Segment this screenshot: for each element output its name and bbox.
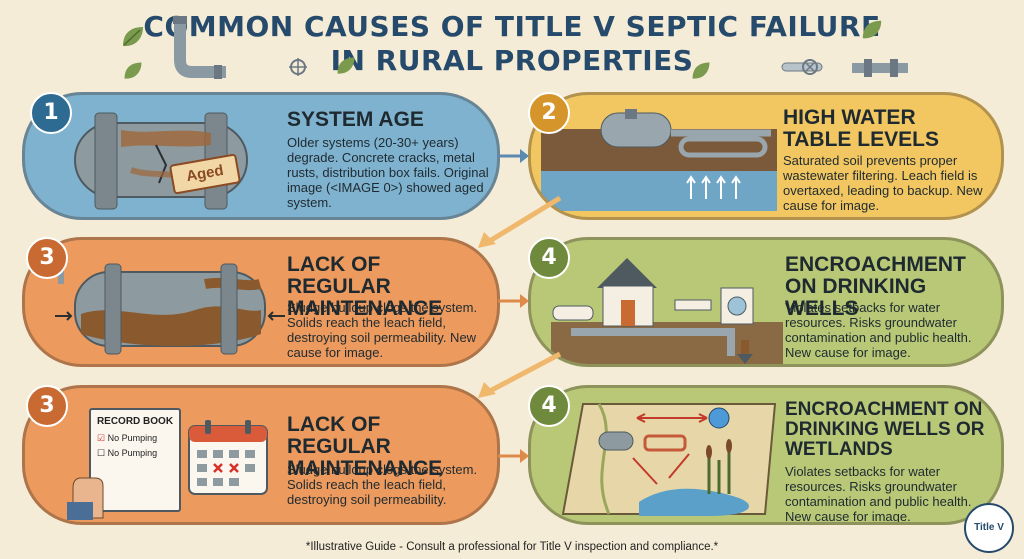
hand-icon	[67, 477, 104, 520]
water-table-illustration	[541, 109, 777, 211]
flow-arrow	[478, 195, 562, 248]
valve-icon	[781, 59, 823, 75]
panel-heading: LACK OF REGULAR MAINTENANCE	[287, 413, 443, 480]
step-number-badge: 1	[30, 92, 72, 134]
leaf-icon	[862, 20, 882, 39]
panel-heading: ENCROACHMENT ON DRINKING WELLS OR WETLAN…	[785, 399, 985, 460]
panel-heading: ENCROACHMENT ON DRINKING WELLS	[785, 253, 966, 320]
calendar-icon	[188, 420, 268, 495]
title-line-2: IN RURAL PROPERTIES	[330, 44, 694, 77]
house-well-illustration	[551, 258, 783, 364]
step-number-badge: 2	[528, 92, 570, 134]
record-item: ☑ No Pumping	[97, 433, 158, 443]
wetland-map-illustration	[561, 403, 777, 516]
panel-body: Older systems (20-30+ years) degrade. Co…	[287, 135, 489, 210]
step-number-badge: 4	[528, 237, 570, 279]
record-book-title: RECORD BOOK	[96, 416, 174, 427]
leaf-icon	[123, 27, 143, 47]
step-number-badge: 3	[26, 385, 68, 427]
checkbox-icon: ☐	[97, 448, 106, 458]
step-number-badge: 3	[26, 237, 68, 279]
panel-heading: SYSTEM AGE	[287, 108, 424, 131]
panel-encroachment-wells: ENCROACHMENT ON DRINKING WELLS Violates …	[528, 237, 1004, 367]
flow-arrow	[498, 449, 529, 463]
flow-arrow	[498, 149, 529, 163]
panel-body: Violates setbacks for water resources. R…	[785, 464, 972, 524]
footer-disclaimer: *Illustrative Guide - Consult a professi…	[305, 541, 719, 553]
record-book: RECORD BOOK ☑ No Pumping ☐ No Pumping	[89, 408, 181, 512]
flow-arrow	[478, 351, 562, 398]
panel-heading: HIGH WATER TABLE LEVELS	[783, 106, 939, 151]
panel-encroachment-wetlands: ENCROACHMENT ON DRINKING WELLS OR WETLAN…	[528, 385, 1004, 525]
infographic-title: COMMON CAUSES OF TITLE V SEPTIC FAILURE …	[0, 10, 1024, 78]
sludge-tank-illustration	[55, 263, 285, 355]
leaf-icon	[337, 57, 355, 74]
target-icon	[289, 58, 307, 76]
panel-body: Saturated soil prevents proper wastewate…	[783, 153, 983, 213]
leaf-icon	[124, 62, 142, 79]
panel-system-age: Aged SYSTEM AGE Older systems (20-30+ ye…	[22, 92, 500, 220]
leaf-icon	[692, 62, 710, 79]
panel-body: Sludge buildup clogs the system. Solids …	[287, 300, 478, 360]
panel-body: Sludge buildup clogs the system. Solids …	[287, 462, 478, 507]
record-item: ☐ No Pumping	[97, 448, 158, 458]
panel-body: Violates setbacks for water resources. R…	[785, 300, 972, 360]
panel-lack-maintenance-records: RECORD BOOK ☑ No Pumping ☐ No Pumping LA…	[22, 385, 500, 525]
step-number-badge: 4	[528, 385, 570, 427]
panel-high-water-table: HIGH WATER TABLE LEVELS Saturated soil p…	[528, 92, 1004, 220]
title-v-badge: Title V	[964, 503, 1014, 553]
title-line-1: COMMON CAUSES OF TITLE V SEPTIC FAILURE	[143, 10, 881, 43]
checkbox-icon: ☑	[97, 433, 106, 443]
panel-heading: LACK OF REGULAR MAINTENANCE	[287, 253, 443, 320]
pipe-icon	[852, 59, 908, 77]
pipe-icon	[173, 16, 226, 79]
flow-arrow	[498, 294, 529, 308]
panel-lack-maintenance-sludge: LACK OF REGULAR MAINTENANCE Sludge build…	[22, 237, 500, 367]
